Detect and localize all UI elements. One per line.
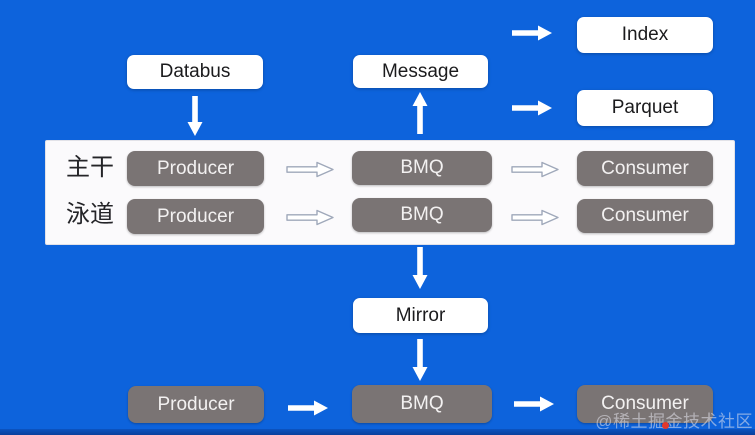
bottom-edge-strip <box>0 429 755 435</box>
index-node: Index <box>577 17 713 53</box>
lane-label-swimlane: 泳道 <box>66 201 114 228</box>
trunk-bmq-node: BMQ <box>352 151 492 185</box>
watermark-dot-icon <box>662 422 669 429</box>
hollow-arrow-right-icon <box>286 161 334 178</box>
hollow-arrow-right-icon <box>286 209 334 226</box>
trunk-producer-node: Producer <box>127 151 264 186</box>
arrow-right-icon <box>512 25 552 41</box>
mirror-producer-node: Producer <box>128 386 264 423</box>
mirror-node: Mirror <box>353 298 488 333</box>
arrow-right-icon <box>514 396 554 412</box>
mirror-bmq-node: BMQ <box>352 385 492 423</box>
swimlane-consumer-node: Consumer <box>577 199 713 233</box>
hollow-arrow-right-icon <box>511 209 559 226</box>
arrow-up-icon <box>412 92 428 134</box>
hollow-arrow-right-icon <box>511 161 559 178</box>
swimlane-bmq-node: BMQ <box>352 198 492 232</box>
message-node: Message <box>353 55 488 88</box>
arrow-down-icon <box>412 339 428 381</box>
trunk-consumer-node: Consumer <box>577 151 713 186</box>
lane-label-trunk: 主干 <box>66 154 114 181</box>
arrow-right-icon <box>512 100 552 116</box>
databus-node: Databus <box>127 55 263 89</box>
mirror-consumer-node: Consumer <box>577 385 713 423</box>
arrow-right-icon <box>288 400 328 416</box>
watermark-text: @稀土掘金技术社区 <box>595 412 753 431</box>
parquet-node: Parquet <box>577 90 713 126</box>
arrow-down-icon <box>187 96 203 136</box>
swimlane-producer-node: Producer <box>127 199 264 234</box>
arrow-down-icon <box>412 247 428 289</box>
